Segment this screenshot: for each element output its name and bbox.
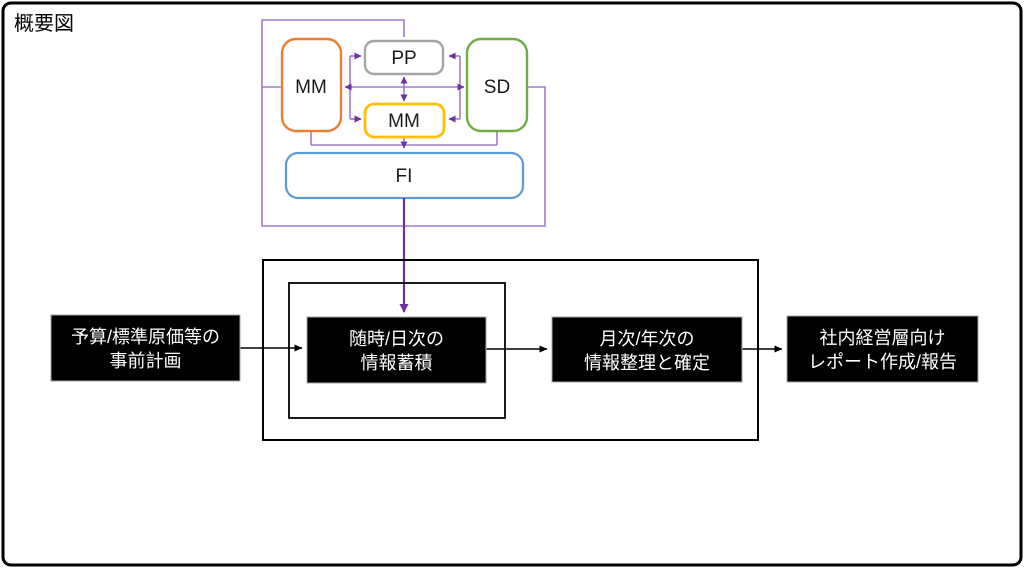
module-mm-center-box bbox=[363, 102, 446, 139]
step-pre-planning-line2: 事前計画 bbox=[110, 351, 182, 371]
step-management-reporting-box bbox=[786, 315, 979, 383]
step-management-reporting-line2: レポート作成/報告 bbox=[808, 352, 957, 372]
step-monthly-closing-box bbox=[551, 316, 743, 383]
step-daily-accumulation: 随時/日次の 情報蓄積 bbox=[306, 316, 487, 384]
module-mm-left-box bbox=[280, 37, 343, 133]
connector-loop-left-top-to-pp bbox=[261, 19, 405, 88]
process-flow: 予算/標準原価等の 事前計画 随時/日次の 情報蓄積 月次/年次の 情報整理と確… bbox=[50, 259, 979, 441]
page-title: 概要図 bbox=[14, 12, 74, 35]
module-fi-label: FI bbox=[396, 166, 413, 187]
step-daily-accumulation-line1: 随時/日次の bbox=[349, 329, 444, 349]
step-monthly-closing: 月次/年次の 情報整理と確定 bbox=[551, 316, 743, 383]
step-pre-planning-line1: 予算/標準原価等の bbox=[71, 327, 220, 347]
step-management-reporting-line1: 社内経営層向け bbox=[820, 328, 946, 348]
step-daily-accumulation-box bbox=[306, 316, 487, 384]
step-daily-accumulation-line2: 情報蓄積 bbox=[361, 353, 433, 373]
module-mm-center-label: MM bbox=[388, 111, 420, 132]
module-mm-left-label: MM bbox=[295, 77, 327, 98]
process-outer-container bbox=[262, 259, 759, 441]
step-pre-planning: 予算/標準原価等の 事前計画 bbox=[50, 314, 241, 382]
step-monthly-closing-line2: 情報整理と確定 bbox=[584, 353, 710, 373]
sap-module-cluster: MM PP SD MM FI bbox=[261, 19, 546, 313]
step-monthly-closing-line1: 月次/年次の bbox=[599, 329, 694, 349]
connector-loop-bottom-right-to-sd bbox=[261, 86, 546, 227]
process-inner-container bbox=[288, 282, 506, 419]
module-pp-box bbox=[363, 39, 445, 76]
module-sd-box bbox=[465, 37, 529, 133]
step-management-reporting: 社内経営層向け レポート作成/報告 bbox=[786, 315, 979, 383]
module-sd-label: SD bbox=[484, 77, 510, 98]
module-pp-label: PP bbox=[391, 48, 416, 69]
step-pre-planning-box bbox=[50, 314, 241, 382]
